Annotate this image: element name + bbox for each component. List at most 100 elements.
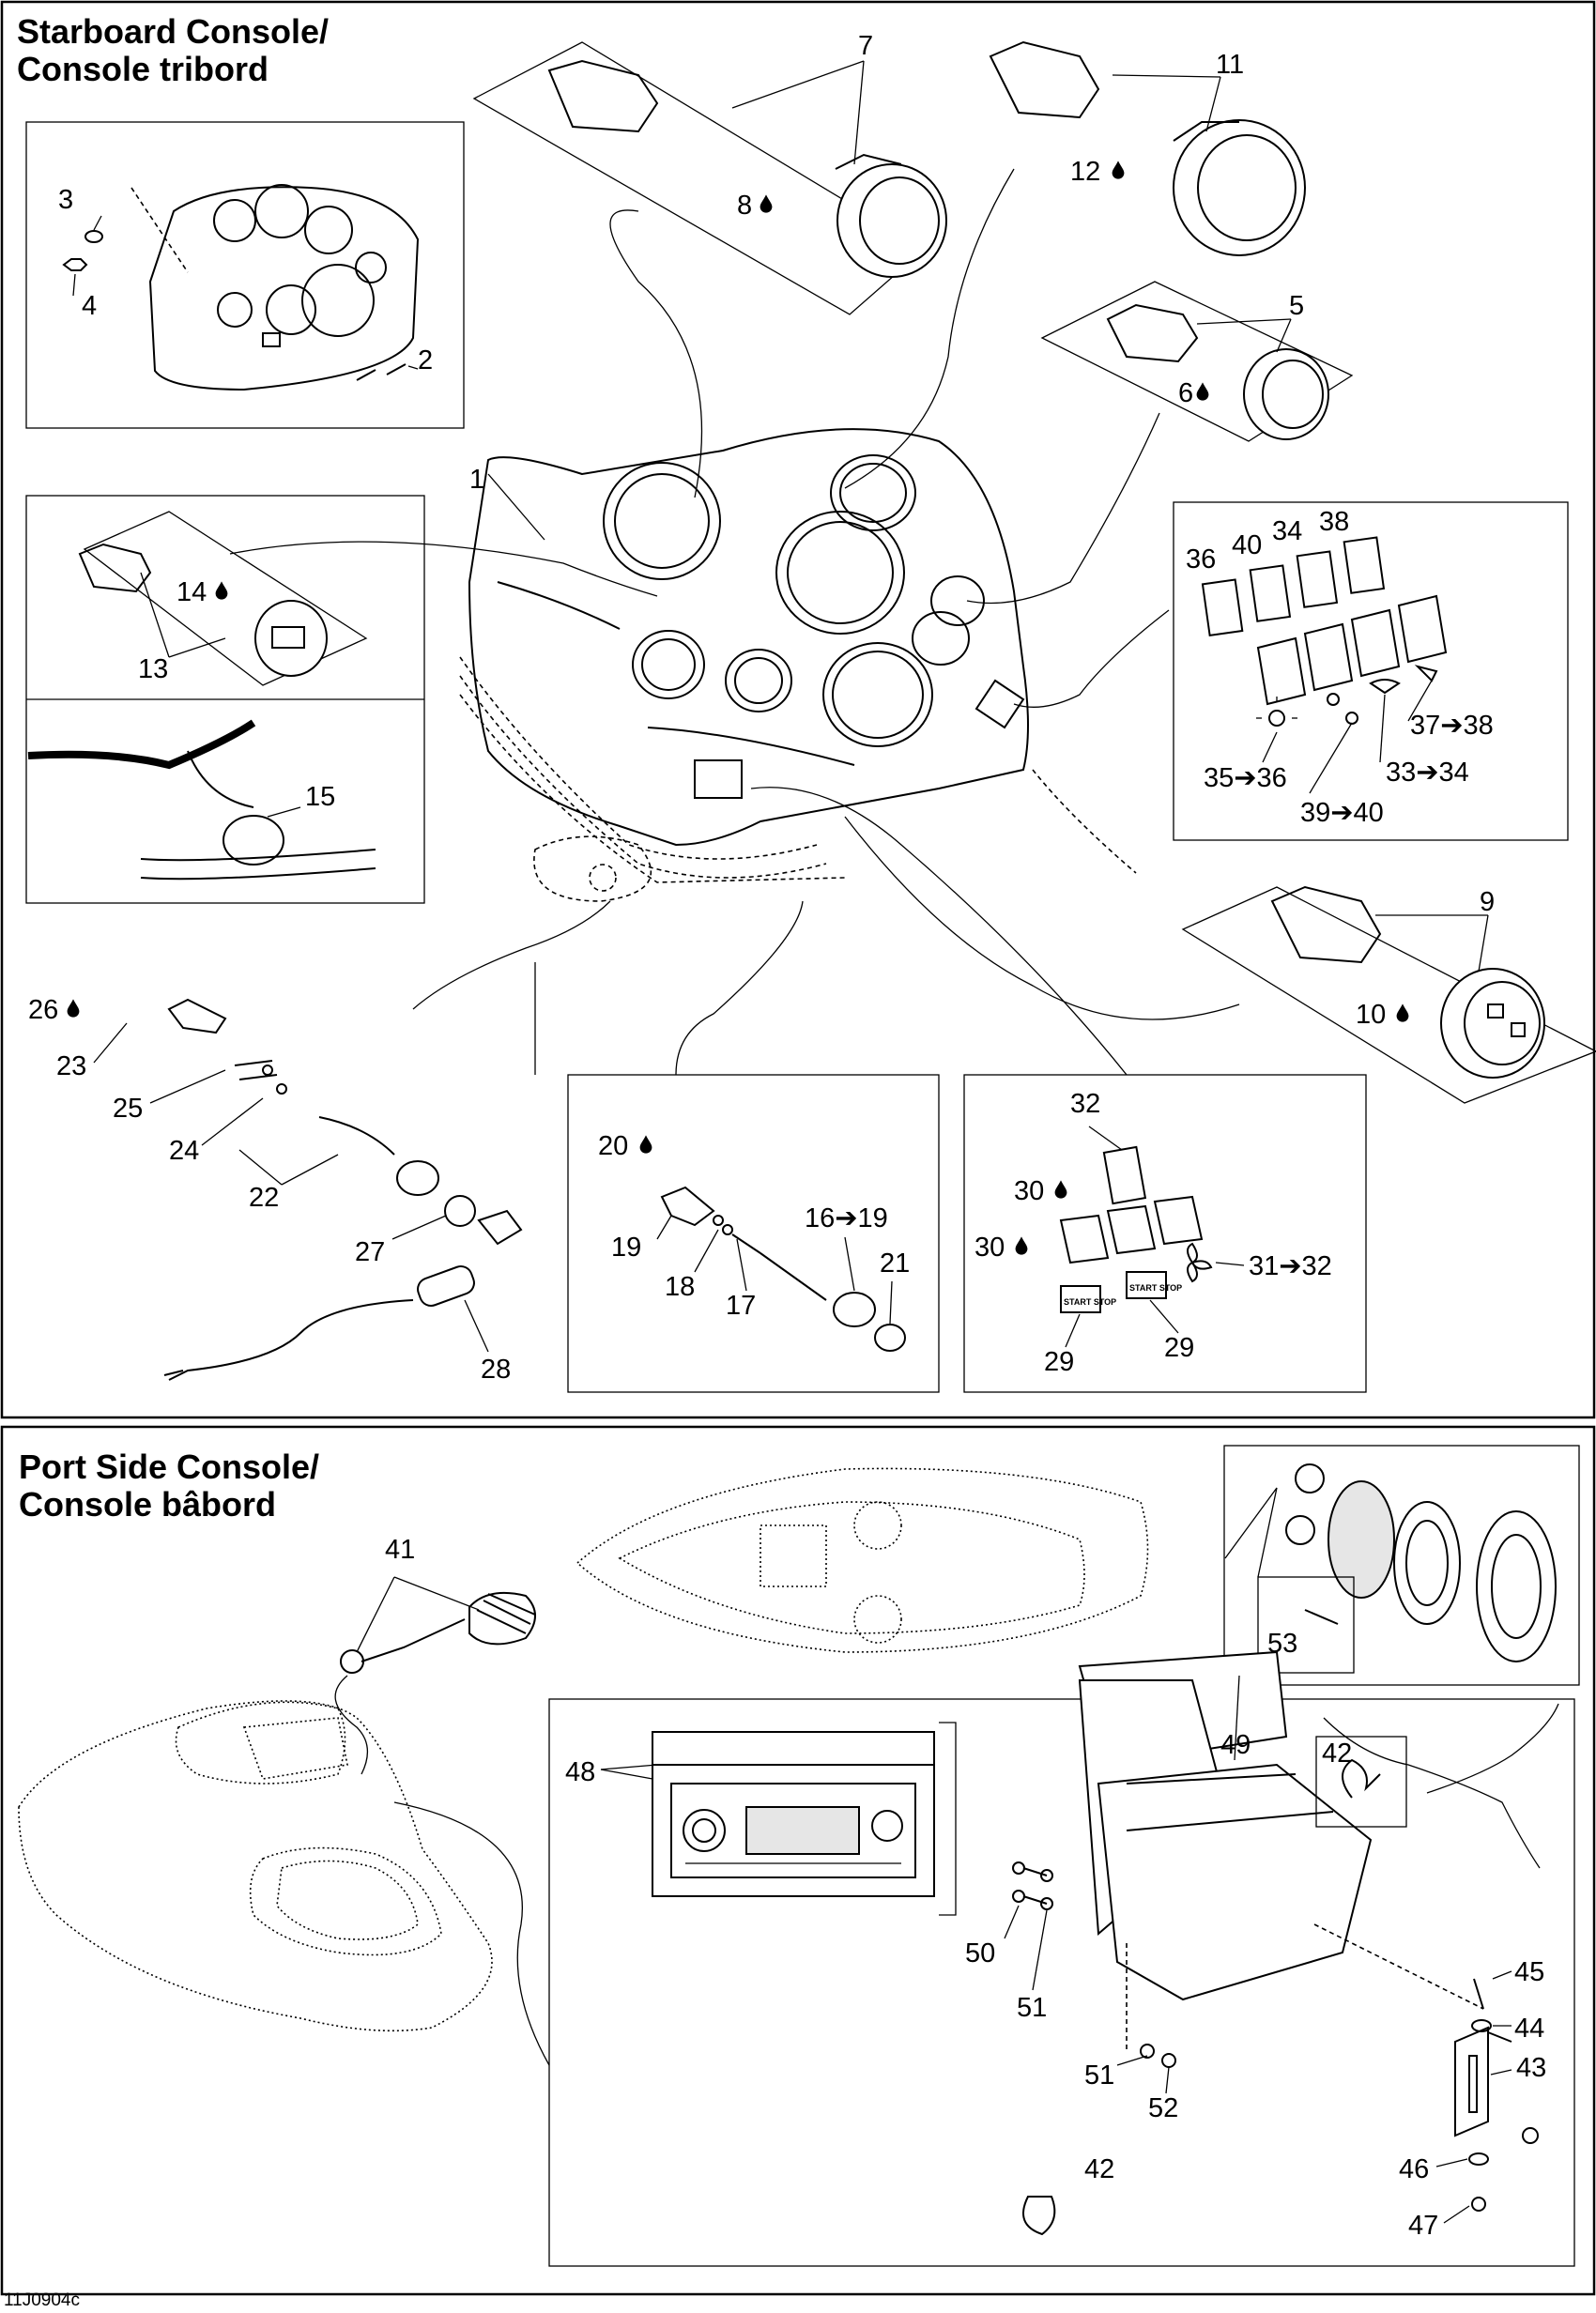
callout-47: 47: [1408, 2211, 1438, 2241]
gauge-9-box: [1181, 886, 1596, 1104]
speaker-assembly: [1285, 1463, 1557, 1662]
callout-32: 32: [1070, 1089, 1100, 1119]
callout-44: 44: [1514, 2014, 1544, 2044]
callout-43: 43: [1516, 2053, 1546, 2083]
port-title-line2: Console bâbord: [19, 1485, 276, 1524]
callout-37-38: 37➔38: [1410, 711, 1494, 741]
callout-45: 45: [1514, 1957, 1544, 1987]
hourmeter-harness: [27, 719, 376, 881]
callout-28: 28: [481, 1355, 511, 1385]
callout-labels: 1 2 3 4 5 6 7 8 9 10 11 12 13 14 15 16➔1…: [28, 31, 1546, 2241]
radio-faceplate: [652, 1731, 935, 1897]
callout-26: 26: [28, 995, 58, 1025]
callout-39-40: 39➔40: [1300, 798, 1384, 828]
callout-7: 7: [858, 31, 873, 61]
oil-drop-icon: [1396, 1003, 1409, 1022]
callout-35-36: 35➔36: [1204, 763, 1287, 793]
callout-4: 4: [82, 291, 97, 321]
callout-20: 20: [598, 1131, 628, 1161]
callout-8: 8: [737, 191, 752, 221]
callout-29b: 29: [1164, 1333, 1194, 1363]
callout-3: 3: [58, 185, 73, 215]
radio-screws: [1012, 1861, 1176, 2068]
callout-27: 27: [355, 1237, 385, 1267]
start-stop-switches: START STOP START STOP: [1059, 1145, 1213, 1313]
callout-2: 2: [418, 345, 433, 375]
callout-29a: 29: [1044, 1347, 1074, 1377]
callout-31-32: 31➔32: [1249, 1251, 1332, 1281]
callout-30b: 30: [974, 1233, 1005, 1263]
leader-lines: [93, 60, 1512, 2224]
callout-42a: 42: [1322, 1739, 1352, 1769]
start-stop-label-a: START STOP: [1064, 1297, 1116, 1307]
port-title-line1: Port Side Console/: [19, 1448, 319, 1486]
callout-16-19: 16➔19: [805, 1203, 888, 1233]
switch-inset-box: [1173, 501, 1569, 841]
callout-25: 25: [113, 1094, 143, 1124]
bezel-inset-box: [25, 121, 465, 429]
callout-33-34: 33➔34: [1386, 758, 1469, 788]
callout-21: 21: [880, 1248, 910, 1279]
gauge-12: [989, 40, 1306, 256]
switch-symbols: [1256, 665, 1438, 727]
callout-46: 46: [1399, 2154, 1429, 2184]
callout-51a: 51: [1017, 1993, 1047, 2023]
radio-bracket: [1454, 1978, 1539, 2212]
callout-15: 15: [305, 782, 335, 812]
callout-1: 1: [469, 465, 484, 495]
oil-drop-icon: [1196, 382, 1209, 401]
port-boat-hull: [575, 1467, 1149, 1653]
callout-34: 34: [1272, 516, 1302, 546]
starboard-title-line2: Console tribord: [17, 50, 269, 88]
starboard-console: [468, 428, 1029, 847]
callout-17: 17: [726, 1291, 756, 1321]
oil-drop-icon: [1015, 1236, 1028, 1255]
speaker-inset-box: [1223, 1445, 1580, 1686]
cable-tie-42-loose: [1022, 2196, 1056, 2236]
start-stop-inset: [963, 1074, 1367, 1393]
radio-housing: [1078, 1650, 1559, 2001]
rocker-switches: [1256, 594, 1448, 706]
screw-2: [356, 363, 407, 381]
gauge-6: [1106, 303, 1329, 440]
gauge-5-box: [1040, 281, 1354, 442]
port-section-frame: [0, 1425, 1596, 2296]
callout-48: 48: [565, 1757, 595, 1787]
oil-drop-icon: [1112, 161, 1125, 179]
hourmeter: [78, 543, 328, 677]
callout-53: 53: [1267, 1629, 1297, 1659]
callout-42b: 42: [1084, 2154, 1114, 2184]
callout-12: 12: [1070, 157, 1100, 187]
oil-drop-icon: [215, 581, 228, 600]
oil-drop-icon: [67, 999, 80, 1018]
gauge-8: [547, 59, 947, 278]
dash-bezel-small: [148, 184, 420, 391]
radio-inset-box: [548, 1698, 1575, 2267]
washer: [84, 230, 103, 243]
starboard-title-line1: Starboard Console/: [17, 12, 329, 51]
callout-13: 13: [138, 654, 168, 684]
callout-38: 38: [1319, 507, 1349, 537]
callout-50: 50: [965, 1938, 995, 1968]
callout-51b: 51: [1084, 2060, 1114, 2091]
antenna-lead: [334, 1591, 536, 1775]
nut: [62, 258, 88, 271]
callout-22: 22: [249, 1183, 279, 1213]
callout-23: 23: [56, 1051, 86, 1081]
callout-36: 36: [1186, 544, 1216, 574]
callout-11: 11: [1216, 50, 1244, 80]
callout-40: 40: [1232, 530, 1262, 560]
oil-drop-icon: [639, 1135, 652, 1154]
switch-kit-inset: [567, 1074, 940, 1393]
start-stop-label-b: START STOP: [1129, 1283, 1182, 1293]
drawing-code: 11J0904c: [4, 2290, 80, 2310]
callout-5: 5: [1289, 291, 1304, 321]
callout-19: 19: [611, 1233, 641, 1263]
callout-41: 41: [385, 1535, 415, 1565]
starboard-section-frame: [0, 0, 1596, 1419]
callout-6: 6: [1178, 378, 1193, 408]
stop-switch-parts: [660, 1186, 906, 1352]
port-side-console: [18, 1700, 493, 2032]
switch-covers: [1201, 536, 1386, 636]
oil-drop-icon: [760, 194, 773, 213]
